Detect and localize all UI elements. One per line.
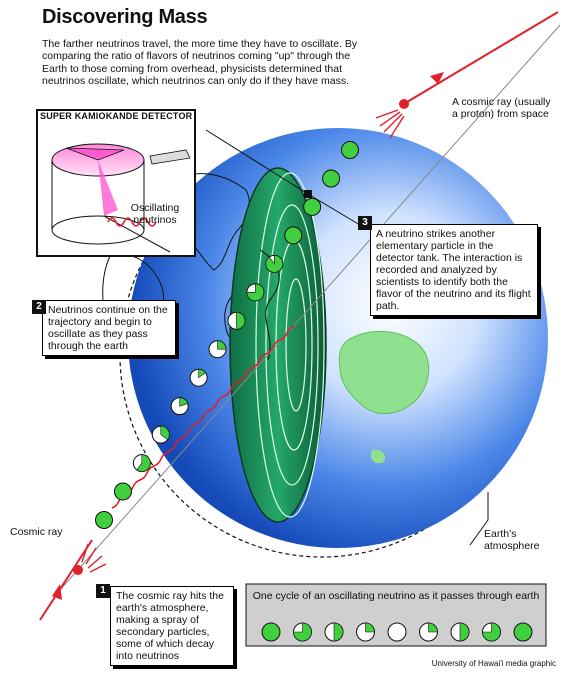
oscillating-label: Oscillating neutrinos — [130, 202, 180, 227]
trajectory-neutrino — [208, 340, 227, 359]
cosmic-ray-label: Cosmic ray — [10, 526, 63, 538]
cosmic-ray-top — [375, 11, 559, 139]
trajectory-neutrino — [189, 368, 208, 387]
cycle-neutrino — [324, 622, 344, 642]
step-3-box: A neutrino strikes another elementary pa… — [370, 224, 538, 316]
trajectory-neutrino — [322, 169, 341, 188]
detector-title: SUPER KAMIOKANDE DETECTOR — [40, 111, 193, 121]
step-3-text: A neutrino strikes another elementary pa… — [376, 228, 531, 312]
trajectory-neutrino — [303, 197, 322, 216]
page-title: Discovering Mass — [42, 6, 208, 28]
step-1-box: The cosmic ray hits the earth's atmosphe… — [110, 586, 234, 666]
earth-cross-section — [229, 167, 327, 523]
trajectory-neutrino — [95, 511, 113, 529]
atmosphere-label: Earth's atmosphere — [484, 528, 540, 553]
cosmic-ray-bottom — [39, 539, 107, 621]
step-1-text: The cosmic ray hits the earth's atmosphe… — [116, 590, 224, 662]
cycle-caption: One cycle of an oscillating neutrino as … — [252, 590, 540, 602]
trajectory-neutrinos — [95, 141, 359, 529]
cycle-neutrino — [293, 622, 312, 642]
step-1-number: 1 — [96, 584, 110, 598]
intro-text: The farther neutrinos travel, the more t… — [42, 38, 358, 87]
trajectory-neutrino — [170, 397, 189, 416]
island-south — [370, 449, 386, 464]
step-3-number: 3 — [358, 216, 372, 230]
step-2-text: Neutrinos continue on the trajectory and… — [48, 304, 168, 352]
cycle-neutrino — [450, 622, 470, 642]
cycle-neutrino — [261, 622, 281, 642]
trajectory-neutrino — [113, 482, 132, 501]
cycle-neutrino — [387, 622, 407, 642]
trajectory-neutrino — [151, 425, 170, 444]
cycle-neutrinos — [261, 622, 533, 642]
cycle-neutrino — [356, 622, 375, 642]
trajectory-neutrino — [341, 141, 359, 159]
step-2-number: 2 — [32, 300, 46, 314]
cycle-neutrino — [513, 622, 533, 642]
step-2-box: Neutrinos continue on the trajectory and… — [42, 300, 176, 356]
cycle-neutrino — [419, 622, 438, 642]
trajectory-neutrino — [227, 311, 246, 330]
credit-line: University of Hawai'i media graphic — [431, 659, 556, 668]
detector-inset — [36, 109, 196, 257]
trajectory-neutrino — [132, 454, 151, 473]
trajectory-neutrino — [284, 226, 303, 245]
cycle-neutrino — [482, 622, 501, 642]
trajectory-neutrino — [246, 283, 265, 302]
oscillation-wave — [111, 325, 295, 509]
cosmic-ray-space-label: A cosmic ray (usually a proton) from spa… — [452, 96, 551, 121]
australia — [338, 330, 430, 415]
trajectory-neutrino — [265, 254, 284, 273]
neutrino-trajectory — [59, 24, 561, 591]
